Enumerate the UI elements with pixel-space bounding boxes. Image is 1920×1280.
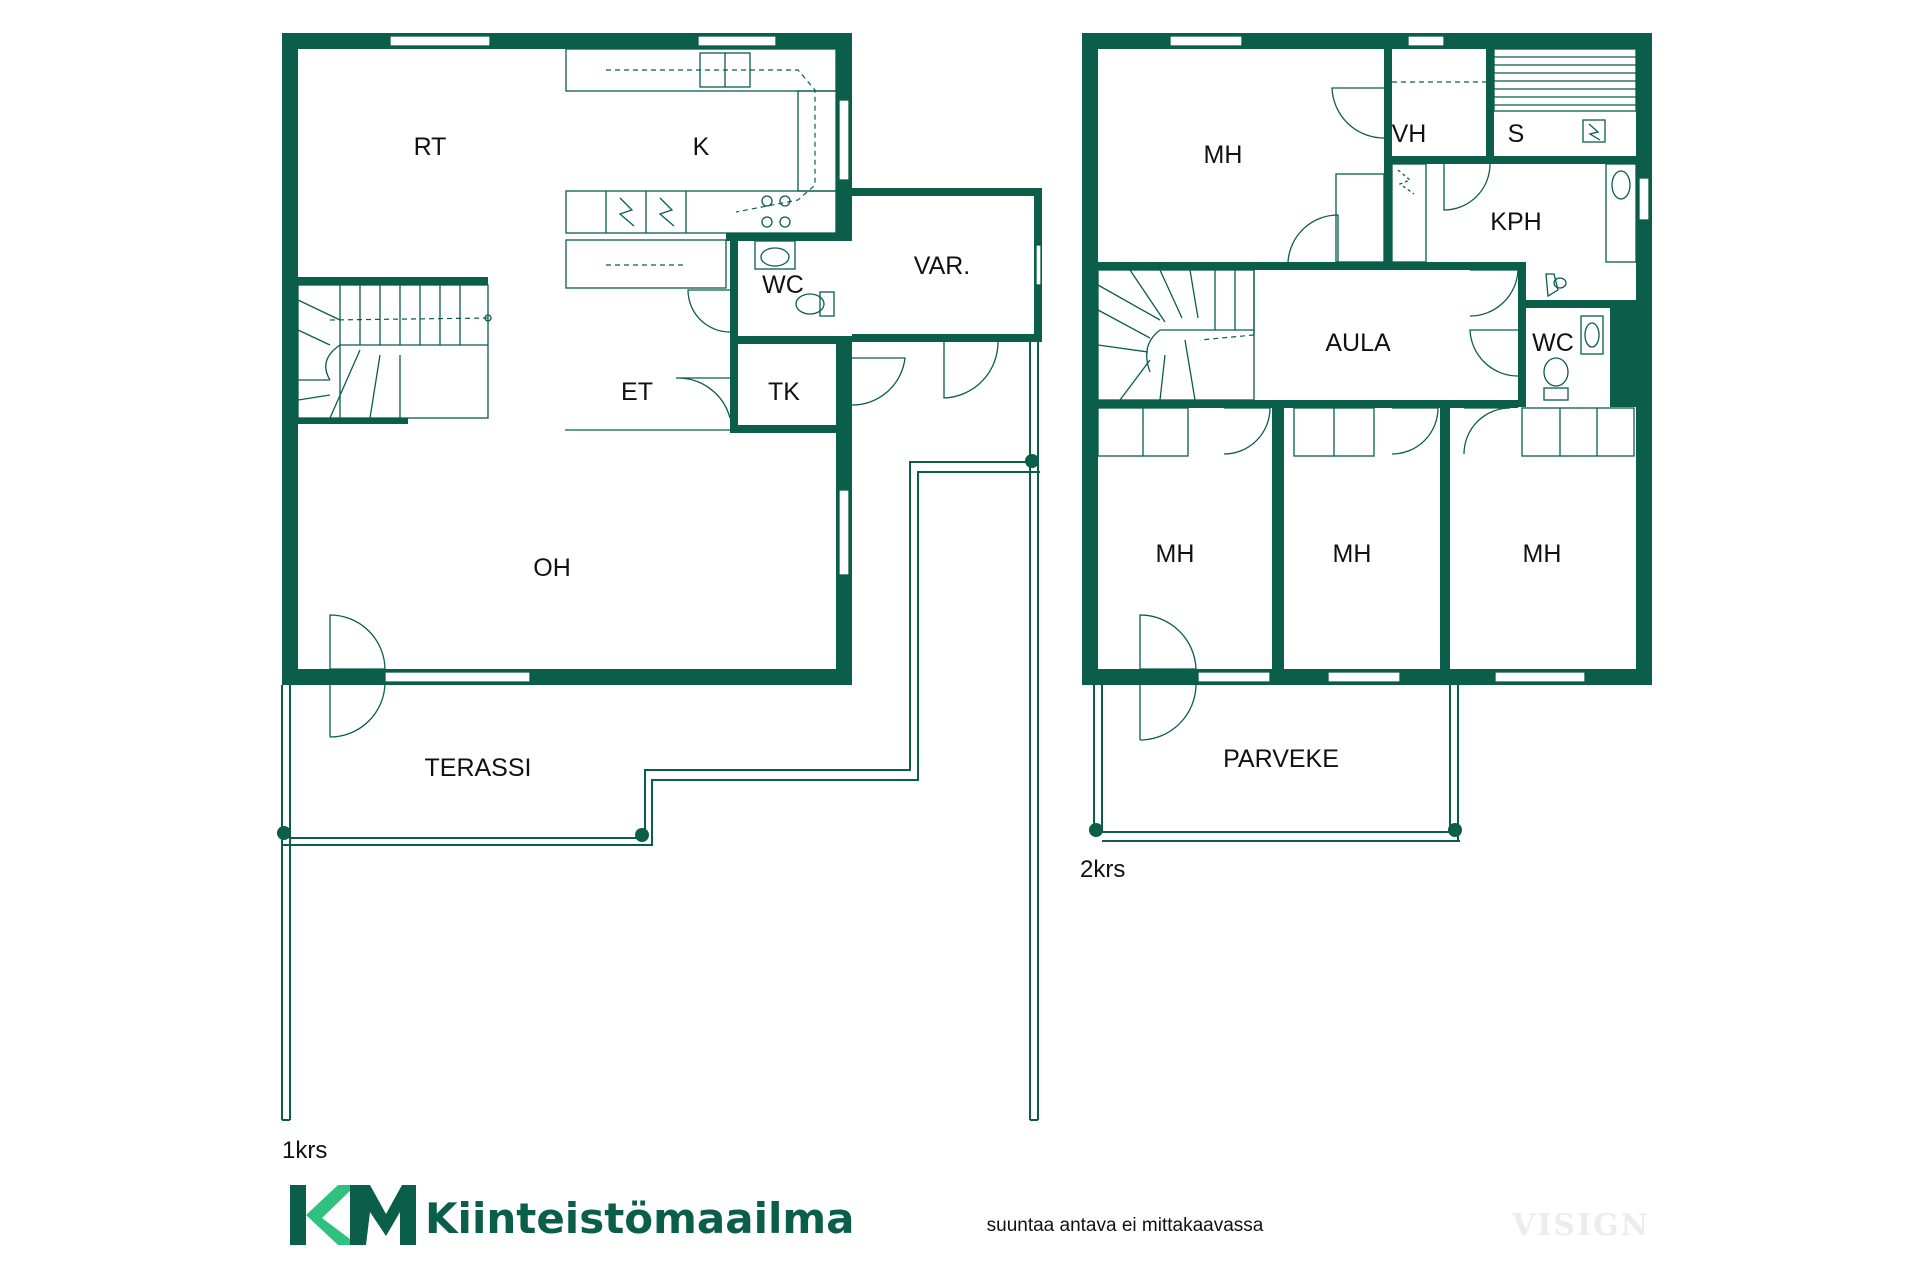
room-label-mh-3: MH [1333, 540, 1372, 568]
terrace-post [635, 828, 649, 842]
window [1494, 671, 1586, 683]
room-label-kph: KPH [1490, 208, 1541, 236]
logo-name: Kiinteistömaailma [425, 1194, 854, 1243]
room-label-tk: TK [768, 378, 800, 406]
upper-wall-top [1082, 33, 1652, 49]
window [697, 35, 777, 47]
doors [329, 289, 906, 738]
stair-marker [484, 314, 492, 322]
storage-room [852, 188, 1042, 399]
upper-wall-right [1636, 33, 1652, 685]
room-label-mh-4: MH [1523, 540, 1562, 568]
shaft [1610, 302, 1636, 407]
ground-floor-plan: RT K WC VAR. ET TK OH TERASSI 1krs [277, 33, 1042, 1164]
terrace-post [277, 826, 291, 840]
terrace-outline [281, 342, 1040, 1121]
wc-wall [726, 233, 852, 241]
room-label-terassi: TERASSI [425, 754, 532, 782]
floor-label-upper: 2krs [1080, 856, 1125, 883]
scale-note: suuntaa antava ei mittakaavassa [987, 1215, 1264, 1236]
room-label-et: ET [621, 378, 653, 406]
room-label-aula: AULA [1325, 329, 1391, 357]
brand-logo: Kiinteistömaailma [290, 1185, 854, 1245]
window [384, 671, 531, 683]
staircase [297, 284, 489, 419]
window [838, 99, 850, 181]
room-label-s: S [1508, 120, 1525, 148]
kitchen-dashed-line [606, 69, 816, 213]
terrace-post [1025, 454, 1039, 468]
room-label-wc: WC [762, 271, 804, 299]
room-label-wc-upper: WC [1532, 329, 1574, 357]
wc-fixtures [754, 240, 835, 317]
room-label-k: K [693, 133, 710, 161]
upper-staircase [1097, 269, 1255, 401]
wc-wall [730, 233, 738, 433]
km-logo-mark-icon [290, 1185, 416, 1245]
floor-label-ground: 1krs [282, 1137, 327, 1164]
upper-interior-walls [1098, 49, 1636, 669]
upper-doors [1139, 87, 1519, 741]
tk-wall [730, 336, 852, 344]
window [1407, 35, 1445, 47]
upper-stair-direction [1199, 334, 1255, 341]
room-label-rt: RT [414, 133, 447, 161]
upper-floor-plan: MH VH S KPH AULA WC MH MH MH PARVEKE 2kr… [1080, 33, 1652, 883]
window [389, 35, 491, 47]
sauna-bench [1493, 48, 1637, 143]
balcony-post [1448, 823, 1462, 837]
window [838, 489, 850, 576]
ground-wall-left [282, 33, 298, 685]
window [1327, 671, 1401, 683]
watermark: VISIGN [1511, 1208, 1650, 1243]
bathroom-fixtures [1335, 81, 1637, 401]
stair-direction-line [329, 317, 489, 321]
closets [1097, 407, 1635, 457]
room-label-mh-1: MH [1204, 141, 1243, 169]
window [1638, 177, 1650, 221]
room-label-mh-2: MH [1156, 540, 1195, 568]
tk-wall [730, 425, 852, 433]
room-label-oh: OH [533, 554, 571, 582]
room-label-parveke: PARVEKE [1223, 745, 1339, 773]
balcony-post [1089, 823, 1103, 837]
window [1169, 35, 1243, 47]
stair-wall [298, 418, 408, 424]
room-label-var: VAR. [914, 252, 971, 280]
balcony-outline [1093, 685, 1460, 842]
room-label-vh: VH [1392, 120, 1427, 148]
stair-wall [298, 277, 488, 285]
upper-wall-left [1082, 33, 1098, 685]
window [1197, 671, 1271, 683]
ground-wall-bottom [282, 669, 852, 685]
